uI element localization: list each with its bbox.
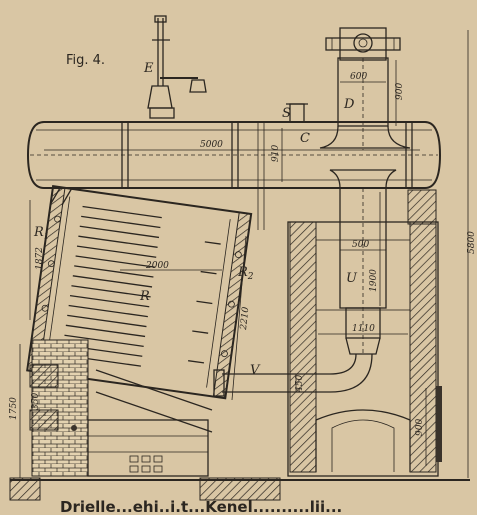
- riser-left-2: [61, 187, 73, 206]
- dim-900-top: 900: [395, 83, 405, 100]
- label-D: D: [343, 97, 355, 112]
- riser-left: [49, 187, 61, 206]
- dim-1872: 1872: [35, 247, 45, 270]
- dim-450: 450: [295, 375, 305, 393]
- dim-1750: 1750: [9, 397, 19, 420]
- steam-dome: [319, 27, 411, 150]
- caption: Drielle...ehi..i.t...Kenel..........lii.…: [60, 498, 342, 515]
- label-V: V: [250, 363, 261, 378]
- uptake-pipe: [329, 169, 397, 355]
- label-R2: R2: [237, 265, 254, 282]
- dim-5000: 5000: [200, 140, 223, 150]
- dim-1900: 1900: [369, 269, 379, 292]
- tube-bank: [26, 185, 253, 400]
- label-S: S: [282, 106, 291, 121]
- steam-drum: [26, 121, 442, 230]
- safety-valve: [147, 15, 207, 119]
- label-U: U: [346, 271, 358, 286]
- dim-350: 350: [31, 393, 41, 410]
- header-nipples: [35, 215, 242, 364]
- brick-setting: [9, 339, 281, 501]
- dim-600: 600: [350, 72, 367, 82]
- dim-2210: 2210: [239, 306, 251, 331]
- dim-910: 910: [271, 145, 281, 162]
- dim-900-side: 900: [415, 419, 425, 436]
- dim-5800: 5800: [467, 231, 477, 254]
- dim-2000: 2000: [145, 261, 169, 271]
- connecting-pipe: [213, 353, 373, 397]
- dim-500: 500: [352, 240, 369, 250]
- label-R1: R1: [33, 225, 50, 242]
- right-shaft: [287, 189, 442, 477]
- dim-1110: 1110: [352, 324, 375, 334]
- label-E: E: [143, 61, 154, 76]
- dimension-lines: [19, 30, 469, 478]
- figure-label: Fig. 4.: [66, 53, 105, 68]
- label-C: C: [300, 131, 310, 146]
- label-R: R: [139, 289, 150, 304]
